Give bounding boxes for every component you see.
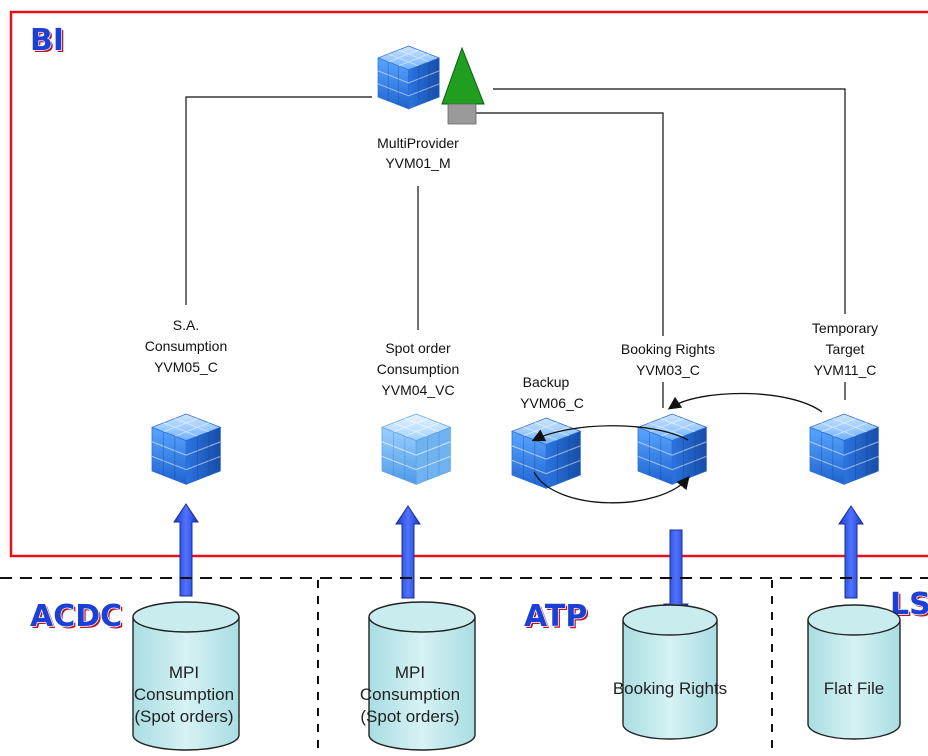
- load-arrow-acdc-yvm05: [173, 503, 199, 597]
- source-db-flat-file-label: Flat File: [824, 679, 884, 698]
- multiprovider-label-bg: [362, 130, 472, 180]
- source-db-mpi-2-label-3: (Spot orders): [360, 707, 459, 726]
- atp-system-label: ATP: [524, 599, 587, 634]
- multiprovider-label-1: MultiProvider: [377, 135, 459, 151]
- cube-yvm04-label-2: Consumption: [377, 361, 460, 377]
- cube-yvm06-label-1: Backup: [523, 374, 570, 390]
- multiprovider-connectors: [185, 88, 846, 408]
- multiprovider-triangle-icon: [441, 46, 485, 105]
- temporary-to-booking-arrow: [667, 392, 823, 413]
- cube-yvm11: Temporary Target YVM11_C: [795, 314, 895, 485]
- cube-yvm03-label-1: Booking Rights: [621, 341, 715, 357]
- multiprovider-node: MultiProvider YVM01_M: [362, 45, 485, 180]
- cube-yvm04: Spot order Consumption YVM04_VC: [360, 334, 476, 485]
- source-db-mpi-2: MPI Consumption (Spot orders): [360, 601, 476, 751]
- cube-yvm11-label-3: YVM11_C: [814, 362, 877, 378]
- multiprovider-cube-icon: [377, 45, 440, 110]
- cube-yvm06: Backup YVM06_C: [511, 374, 584, 489]
- source-dividers: [317, 580, 773, 756]
- cube-yvm04-label-3: YVM04_VC: [381, 382, 454, 398]
- source-db-mpi-1-label-3: (Spot orders): [134, 707, 233, 726]
- cube-yvm03-icon: [637, 413, 707, 485]
- acdc-system-label-shadow: ACDC: [32, 601, 124, 636]
- source-db-mpi-2-label-1: MPI: [395, 663, 425, 682]
- source-db-mpi-1: MPI Consumption (Spot orders): [132, 601, 240, 751]
- ls-system-label: LS: [890, 587, 928, 622]
- cube-yvm11-label-1: Temporary: [812, 320, 878, 336]
- cube-yvm04-icon: [381, 413, 451, 485]
- cube-yvm05-label-2: Consumption: [145, 338, 228, 354]
- cube-yvm11-label-2: Target: [826, 341, 865, 357]
- load-arrow-flatfile-yvm11: [838, 505, 864, 599]
- cube-yvm06-label-2: YVM06_C: [520, 395, 584, 411]
- multiprovider-label-2: YVM01_M: [385, 155, 450, 171]
- source-db-mpi-2-label-2: Consumption: [360, 685, 460, 704]
- acdc-system-label: ACDC: [30, 599, 122, 634]
- backup-loop-arrows: [531, 425, 690, 504]
- bi-system-label-front: BI: [30, 23, 64, 58]
- cube-yvm05-label-3: YVM05_C: [154, 359, 218, 375]
- bi-system-label: BI: [32, 25, 66, 60]
- cube-yvm11-icon: [809, 413, 879, 485]
- cube-yvm05-icon: [151, 413, 221, 485]
- load-arrow-mpi-yvm04: [395, 505, 421, 599]
- cube-yvm04-label-1: Spot order: [385, 340, 451, 356]
- source-db-booking-rights: Booking Rights: [613, 604, 727, 740]
- cube-yvm05: S.A. Consumption YVM05_C: [136, 312, 236, 485]
- cube-yvm03: Booking Rights YVM03_C: [605, 336, 727, 485]
- source-db-mpi-1-label-2: Consumption: [134, 685, 234, 704]
- cube-yvm05-label-1: S.A.: [173, 317, 199, 333]
- bi-boundary: [9, 10, 928, 558]
- multiprovider-base-icon: [447, 103, 477, 125]
- source-db-flat-file: Flat File: [807, 604, 901, 740]
- source-db-mpi-1-label-1: MPI: [169, 663, 199, 682]
- source-db-booking-rights-label: Booking Rights: [613, 679, 727, 698]
- cube-yvm03-label-2: YVM03_C: [636, 362, 700, 378]
- atp-system-label-shadow: ATP: [526, 601, 589, 636]
